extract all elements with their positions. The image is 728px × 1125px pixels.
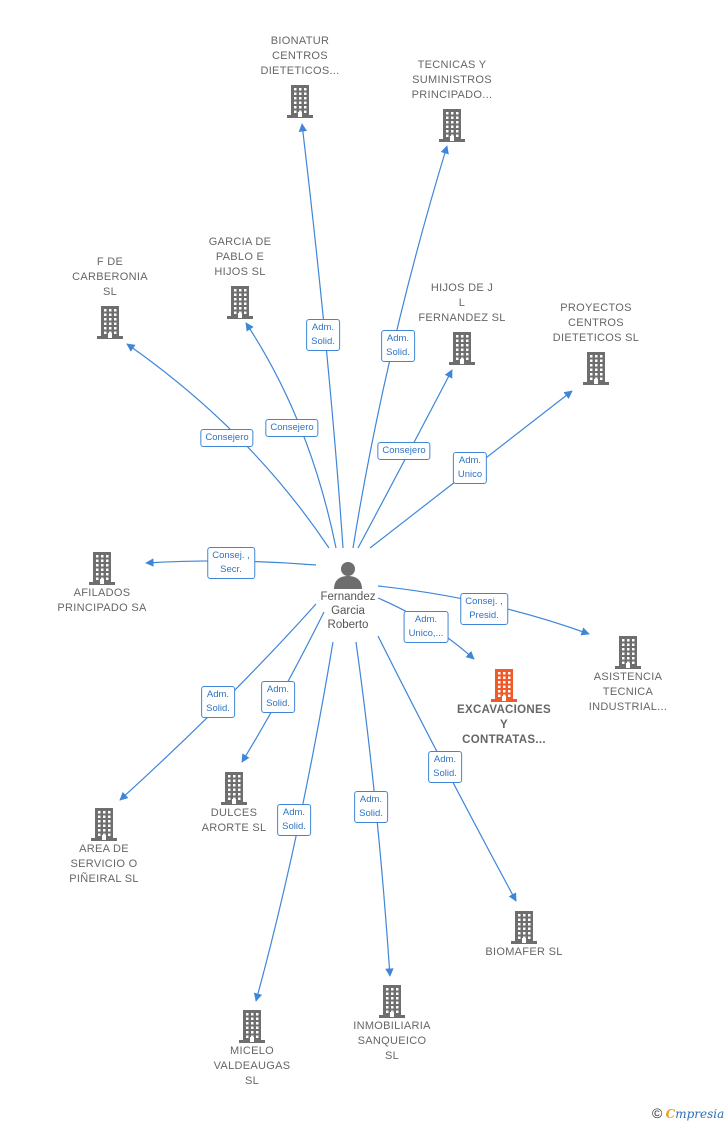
company-name: BIONATUR CENTROS DIETETICOS...: [260, 35, 340, 77]
edge-label-garcia[interactable]: Consejero: [265, 419, 319, 437]
edge-label-asistencia[interactable]: Consej. , Presid.: [460, 593, 508, 625]
edge-label-afilados[interactable]: Consej. , Secr.: [207, 547, 255, 579]
person-node[interactable]: Fernandez Garcia Roberto: [310, 560, 386, 632]
building-icon: [583, 352, 609, 385]
company-name: BIOMAFER SL: [485, 946, 563, 958]
building-icon: [491, 669, 517, 702]
building-icon: [379, 985, 405, 1018]
edge-label-hijosj[interactable]: Consejero: [377, 442, 431, 460]
company-name: HIJOS DE J L FERNANDEZ SL: [418, 282, 506, 324]
building-icon: [449, 332, 475, 365]
company-name: INMOBILIARIA SANQUEICO SL: [353, 1020, 431, 1062]
building-icon: [89, 552, 115, 585]
company-node-bionatur[interactable]: BIONATUR CENTROS DIETETICOS...: [245, 34, 355, 119]
company-node-biomafer[interactable]: BIOMAFER SL: [474, 909, 574, 960]
company-node-area[interactable]: AREA DE SERVICIO O PIÑEIRAL SL: [49, 806, 159, 887]
company-node-hijosj[interactable]: HIJOS DE J L FERNANDEZ SL: [407, 281, 517, 366]
company-node-fdecarb[interactable]: F DE CARBERONIA SL: [60, 255, 160, 340]
edge-label-proyectos[interactable]: Adm. Unico: [452, 452, 488, 484]
building-icon: [615, 636, 641, 669]
company-node-micelo[interactable]: MICELO VALDEAUGAS SL: [202, 1008, 302, 1089]
edge-label-inmobiliaria[interactable]: Adm. Solid.: [354, 791, 388, 823]
company-name: DULCES ARORTE SL: [201, 807, 267, 834]
company-node-garcia[interactable]: GARCIA DE PABLO E HIJOS SL: [190, 235, 290, 320]
company-name: TECNICAS Y SUMINISTROS PRINCIPADO...: [411, 59, 493, 101]
company-node-inmobiliaria[interactable]: INMOBILIARIA SANQUEICO SL: [337, 983, 447, 1064]
building-icon: [239, 1010, 265, 1043]
company-node-tecnicas[interactable]: TECNICAS Y SUMINISTROS PRINCIPADO...: [397, 58, 507, 143]
person-icon: [334, 562, 362, 589]
building-icon: [287, 85, 313, 118]
brand-logo: © Cmpresia: [652, 1105, 725, 1121]
company-node-afilados[interactable]: AFILADOS PRINCIPADO SA: [42, 550, 162, 616]
edge-label-dulces[interactable]: Adm. Solid.: [261, 681, 295, 713]
edge-label-area[interactable]: Adm. Solid.: [201, 686, 235, 718]
person-name: Fernandez Garcia Roberto: [320, 591, 376, 631]
edge-label-bionatur[interactable]: Adm. Solid.: [306, 319, 340, 351]
edge-label-micelo[interactable]: Adm. Solid.: [277, 804, 311, 836]
edge-label-fdecarb[interactable]: Consejero: [200, 429, 254, 447]
company-name: AFILADOS PRINCIPADO SA: [57, 587, 147, 614]
company-name: AREA DE SERVICIO O PIÑEIRAL SL: [69, 843, 139, 885]
building-icon: [97, 306, 123, 339]
company-name: MICELO VALDEAUGAS SL: [213, 1045, 291, 1087]
building-icon: [511, 911, 537, 944]
company-name: EXCAVACIONES Y CONTRATAS...: [457, 704, 551, 746]
company-node-proyectos[interactable]: PROYECTOS CENTROS DIETETICOS SL: [541, 301, 651, 386]
company-node-excavaciones[interactable]: EXCAVACIONES Y CONTRATAS...: [444, 667, 564, 748]
company-node-asistencia[interactable]: ASISTENCIA TECNICA INDUSTRIAL...: [573, 634, 683, 715]
company-node-dulces[interactable]: DULCES ARORTE SL: [184, 770, 284, 836]
edge-label-biomafer[interactable]: Adm. Solid.: [428, 751, 462, 783]
edge-label-excavaciones[interactable]: Adm. Unico,...: [403, 611, 449, 643]
building-icon: [439, 109, 465, 142]
company-name: F DE CARBERONIA SL: [72, 256, 148, 298]
building-icon: [227, 286, 253, 319]
company-name: PROYECTOS CENTROS DIETETICOS SL: [552, 302, 640, 344]
company-name: ASISTENCIA TECNICA INDUSTRIAL...: [588, 671, 668, 713]
edge-label-tecnicas[interactable]: Adm. Solid.: [381, 330, 415, 362]
building-icon: [91, 808, 117, 841]
company-name: GARCIA DE PABLO E HIJOS SL: [208, 236, 272, 278]
building-icon: [221, 772, 247, 805]
